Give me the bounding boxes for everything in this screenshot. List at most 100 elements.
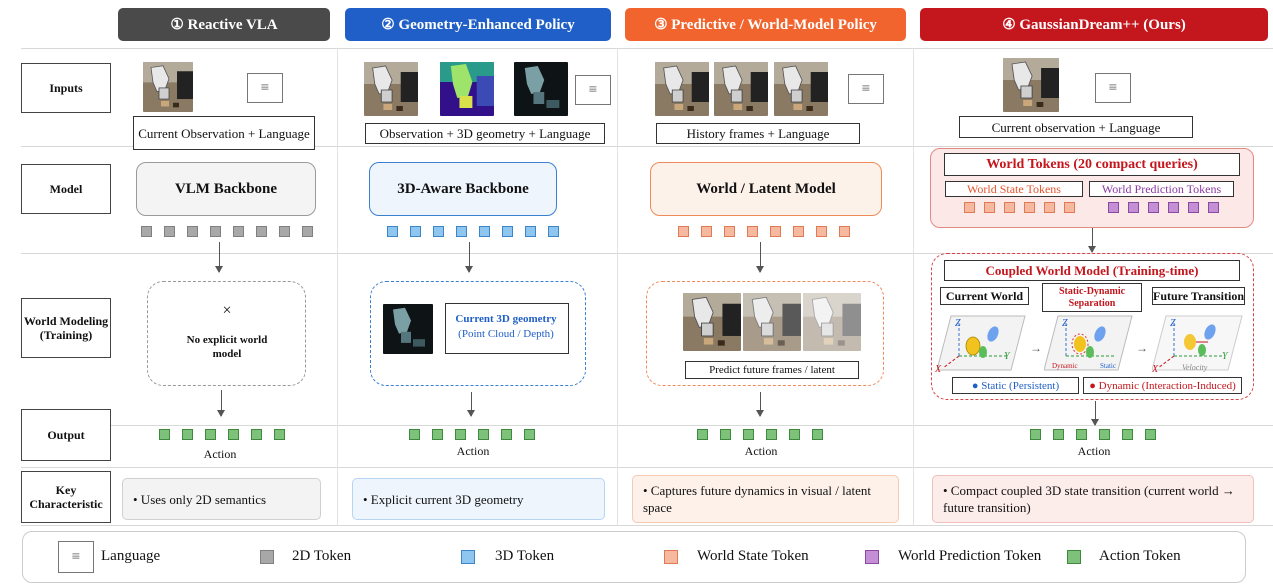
observation-image (364, 62, 418, 116)
action-token-row (697, 429, 823, 440)
future-transition-label: Future Transition (1152, 287, 1245, 305)
action-token (1099, 429, 1110, 440)
2d-token (164, 226, 175, 237)
future-frame-2 (743, 293, 801, 351)
legend-world-state-label: World State Token (697, 548, 809, 564)
action-token (766, 429, 777, 440)
action-token-row (1030, 429, 1156, 440)
world-state-token (678, 226, 689, 237)
inputs-caption: Current observation + Language (959, 116, 1193, 138)
row-label-key-characteristic: Key Characteristic (21, 471, 111, 523)
row-label-model: Model (21, 164, 111, 214)
world-state-token (724, 226, 735, 237)
separation-scene (1044, 315, 1133, 371)
action-token (228, 429, 239, 440)
action-token (432, 429, 443, 440)
inputs-caption: History frames + Language (656, 123, 860, 144)
2d-token (302, 226, 313, 237)
flow-arrow (215, 242, 223, 273)
current-world-scene (937, 315, 1026, 371)
flow-arrow (1088, 228, 1096, 253)
legend-world-state-swatch (664, 550, 678, 564)
axis-z-label: Z (955, 318, 961, 329)
2d-token (210, 226, 221, 237)
row-label-world-modeling: World Modeling (Training) (21, 298, 111, 358)
arrow-right-icon: → (1030, 341, 1042, 355)
action-token (501, 429, 512, 440)
future-frame-3 (803, 293, 861, 351)
3d-token (548, 226, 559, 237)
flow-arrow (756, 392, 764, 417)
output-action-label: Action (456, 444, 490, 458)
world-prediction-token (1148, 202, 1159, 213)
flow-arrow (217, 390, 225, 417)
legend-2d-token-swatch (260, 550, 274, 564)
axis-y-label: Y (1222, 351, 1228, 362)
flow-arrow (467, 392, 475, 417)
3d-aware-backbone: 3D-Aware Backbone (369, 162, 557, 216)
vlm-backbone: VLM Backbone (136, 162, 316, 216)
row-divider (21, 467, 1273, 468)
3d-token (410, 226, 421, 237)
world-prediction-token (1188, 202, 1199, 213)
column-header-geometry-policy: ② Geometry-Enhanced Policy (345, 8, 611, 41)
coupled-world-model-panel (931, 253, 1254, 400)
point-cloud-image (514, 62, 568, 116)
3d-token (456, 226, 467, 237)
legend-3d-token-label: 3D Token (495, 548, 555, 564)
no-world-model-text: No explicit world model (186, 334, 268, 360)
history-frame-2 (714, 62, 768, 116)
flow-arrow (756, 242, 764, 273)
observation-image (143, 62, 193, 112)
velocity-tag: Velocity (1182, 363, 1208, 372)
row-divider (21, 48, 1273, 49)
action-token (182, 429, 193, 440)
legend-world-prediction-label: World Prediction Token (898, 548, 1042, 564)
world-state-token (816, 226, 827, 237)
column-header-world-model-policy: ③ Predictive / World-Model Policy (625, 8, 906, 41)
world-state-token (701, 226, 712, 237)
world-state-token (747, 226, 758, 237)
action-token (524, 429, 535, 440)
world-state-tokens-label: World State Tokens (945, 181, 1083, 197)
legend-language-icon: ≡ (58, 541, 94, 573)
world-state-token (1004, 202, 1015, 213)
world-prediction-token (1168, 202, 1179, 213)
no-world-model-panel (147, 281, 306, 386)
action-token (455, 429, 466, 440)
2d-token (233, 226, 244, 237)
current-3d-geometry-title: Current 3D geometry (455, 313, 557, 325)
token-row-world-prediction (1108, 202, 1219, 213)
world-state-token (839, 226, 850, 237)
geometry-panel (370, 281, 586, 386)
language-icon: ≡ (848, 74, 884, 104)
world-state-token (1024, 202, 1035, 213)
future-transition-scene (1152, 315, 1243, 371)
action-token (1122, 429, 1133, 440)
legend-world-prediction-swatch (865, 550, 879, 564)
no-model-cross-icon: × (222, 302, 232, 319)
key-characteristic-reactive: • Uses only 2D semantics (122, 478, 321, 520)
action-token (251, 429, 262, 440)
dynamic-legend: ● Dynamic (Interaction-Induced) (1083, 377, 1242, 394)
world-latent-model: World / Latent Model (650, 162, 882, 216)
world-state-token (984, 202, 995, 213)
static-dynamic-separation-label: Static-Dynamic Separation (1042, 283, 1142, 312)
action-token (409, 429, 420, 440)
language-icon: ≡ (247, 73, 283, 103)
current-3d-geometry-sub: (Point Cloud / Depth) (458, 328, 554, 340)
static-legend: ● Static (Persistent) (952, 377, 1079, 394)
dynamic-tag: Dynamic (1052, 362, 1078, 370)
key-characteristic-predictive: • Captures future dynamics in visual / l… (632, 475, 899, 523)
row-label-output: Output (21, 409, 111, 461)
arrow-right-icon: → (1136, 341, 1148, 355)
inputs-caption: Current Observation + Language (133, 116, 315, 150)
axis-z-label: Z (1062, 318, 1068, 329)
world-state-token (1044, 202, 1055, 213)
world-prediction-token (1108, 202, 1119, 213)
action-token (789, 429, 800, 440)
action-token (697, 429, 708, 440)
legend-3d-token-swatch (461, 550, 475, 564)
action-token (205, 429, 216, 440)
3d-token (502, 226, 513, 237)
